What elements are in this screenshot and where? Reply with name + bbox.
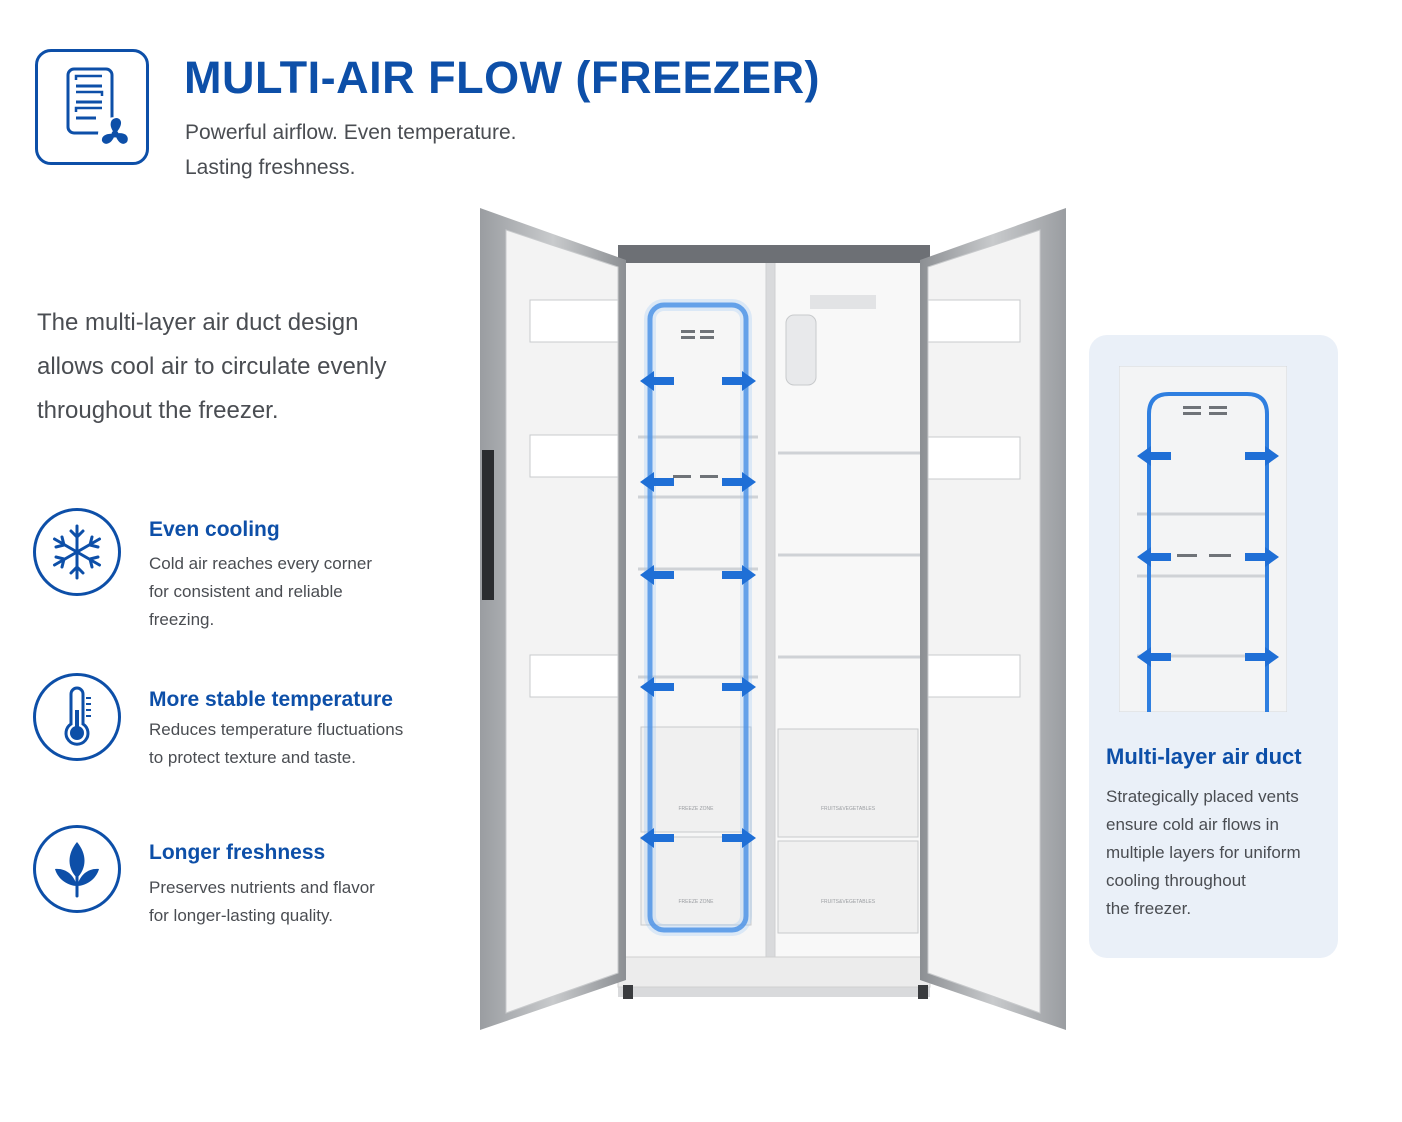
- drawer-label: FREEZE ZONE: [678, 806, 714, 812]
- side-by-side-fridge-image: FREEZE ZONE FREEZE ZONE FRUITS&VEGETABLE…: [478, 205, 1068, 1047]
- feature-text-line: Reduces temperature fluctuations: [149, 720, 404, 739]
- airflow-duct-fan-icon: [35, 49, 149, 165]
- feature-text-line: for consistent and reliable: [149, 582, 343, 601]
- intro-line-1: The multi-layer air duct design: [37, 309, 359, 336]
- subtitle-line-2: Lasting freshness.: [185, 156, 356, 179]
- card-title: Multi-layer air duct: [1106, 744, 1302, 769]
- card-text-line: Strategically placed vents: [1106, 787, 1299, 806]
- air-duct-closeup-image: [1118, 365, 1288, 713]
- card-text-line: cooling throughout: [1106, 871, 1246, 890]
- drawer-label: FREEZE ZONE: [678, 899, 714, 905]
- airflow-path: [640, 299, 756, 936]
- feature-text-line: for longer-lasting quality.: [149, 906, 333, 925]
- feature-text-line: Preserves nutrients and flavor: [149, 878, 375, 897]
- intro-line-2: allows cool air to circulate evenly: [37, 353, 387, 380]
- thermometer-icon: [33, 673, 121, 761]
- card-text-line: multiple layers for uniform: [1106, 843, 1301, 862]
- leaf-icon: [33, 825, 121, 913]
- feature-title-even-cooling: Even cooling: [149, 518, 280, 541]
- drawer-label: FRUITS&VEGETABLES: [821, 806, 876, 812]
- feature-text-line: to protect texture and taste.: [149, 748, 356, 767]
- card-text-line: the freezer.: [1106, 899, 1192, 918]
- feature-text-line: freezing.: [149, 610, 215, 629]
- feature-title-stable-temperature: More stable temperature: [149, 688, 393, 711]
- drawer-label: FRUITS&VEGETABLES: [821, 899, 876, 905]
- feature-text-line: Cold air reaches every corner: [149, 554, 372, 573]
- feature-title-longer-freshness: Longer freshness: [149, 841, 326, 864]
- subtitle-line-1: Powerful airflow. Even temperature.: [185, 121, 517, 144]
- snowflake-icon: [33, 508, 121, 596]
- card-text-line: ensure cold air flows in: [1106, 815, 1279, 834]
- page-title: MULTI-AIR FLOW (FREEZER): [184, 52, 821, 103]
- intro-line-3: throughout the freezer.: [37, 397, 279, 424]
